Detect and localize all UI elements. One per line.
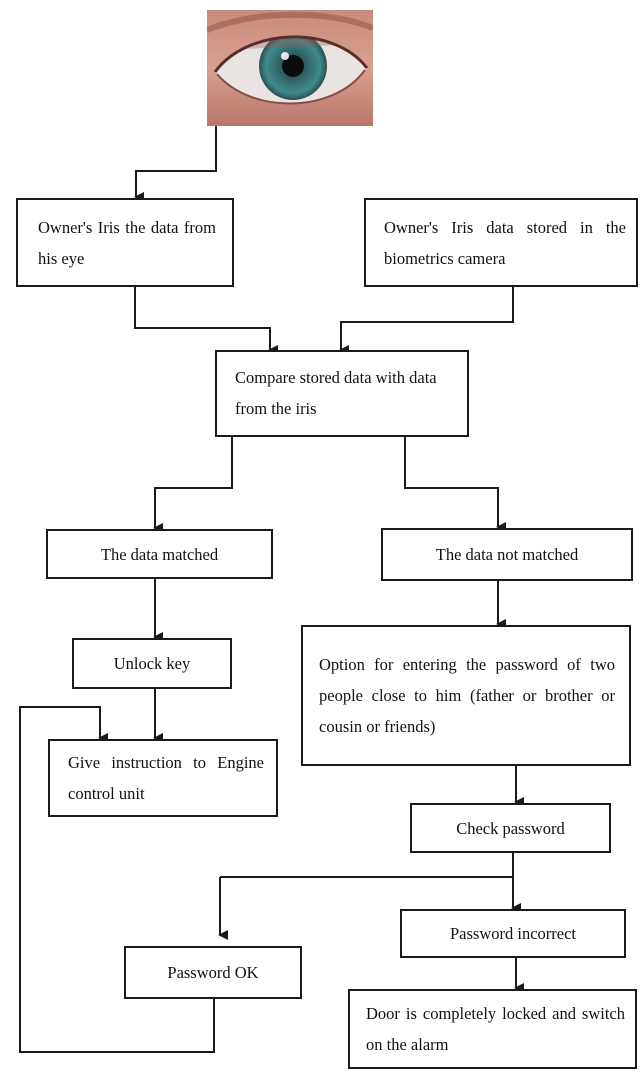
connector-owner-iris-to-compare bbox=[134, 287, 278, 355]
node-stored-iris: Owner's Iris data stored in the biometri… bbox=[364, 198, 638, 287]
node-check-password-label: Check password bbox=[456, 818, 565, 838]
node-check-password: Check password bbox=[410, 803, 611, 853]
node-unlock: Unlock key bbox=[72, 638, 232, 689]
node-door-locked-label: Door is completely locked and switch on … bbox=[366, 1004, 625, 1054]
connector-compare-to-matched bbox=[153, 436, 233, 533]
node-door-locked: Door is completely locked and switch on … bbox=[348, 989, 637, 1069]
node-option-password: Option for entering the password of two … bbox=[301, 625, 631, 766]
node-option-password-label: Option for entering the password of two … bbox=[319, 655, 615, 736]
node-password-incorrect-label: Password incorrect bbox=[449, 924, 576, 943]
node-owner-iris: Owner's Iris the data from his eye bbox=[16, 198, 234, 287]
connector-eye-to-owner-iris bbox=[134, 126, 217, 202]
connector-ok-loop-back bbox=[19, 706, 215, 1053]
node-compare-label: Compare stored data with data from the i… bbox=[235, 368, 437, 418]
node-give-instruction-label: Give instruction to Engine control unit bbox=[68, 753, 264, 803]
node-stored-iris-label: Owner's Iris data stored in the biometri… bbox=[384, 217, 626, 268]
connector-stored-iris-to-compare bbox=[339, 287, 514, 355]
eye-photo bbox=[207, 10, 373, 126]
connector-compare-to-not-matched bbox=[404, 436, 506, 532]
node-not-matched: The data not matched bbox=[381, 528, 633, 581]
node-not-matched-label: The data not matched bbox=[435, 545, 579, 564]
connector-check-to-incorrect bbox=[220, 851, 514, 878]
node-owner-iris-label: Owner's Iris the data from his eye bbox=[38, 217, 216, 268]
node-password-incorrect: Password incorrect bbox=[400, 909, 626, 958]
node-password-ok: Password OK bbox=[124, 946, 302, 999]
node-password-ok-label: Password OK bbox=[167, 963, 259, 982]
node-unlock-label: Unlock key bbox=[113, 654, 191, 673]
node-matched: The data matched bbox=[46, 529, 273, 579]
node-matched-label: The data matched bbox=[100, 544, 219, 564]
node-compare: Compare stored data with data from the i… bbox=[215, 350, 469, 437]
node-give-instruction: Give instruction to Engine control unit bbox=[48, 739, 278, 817]
